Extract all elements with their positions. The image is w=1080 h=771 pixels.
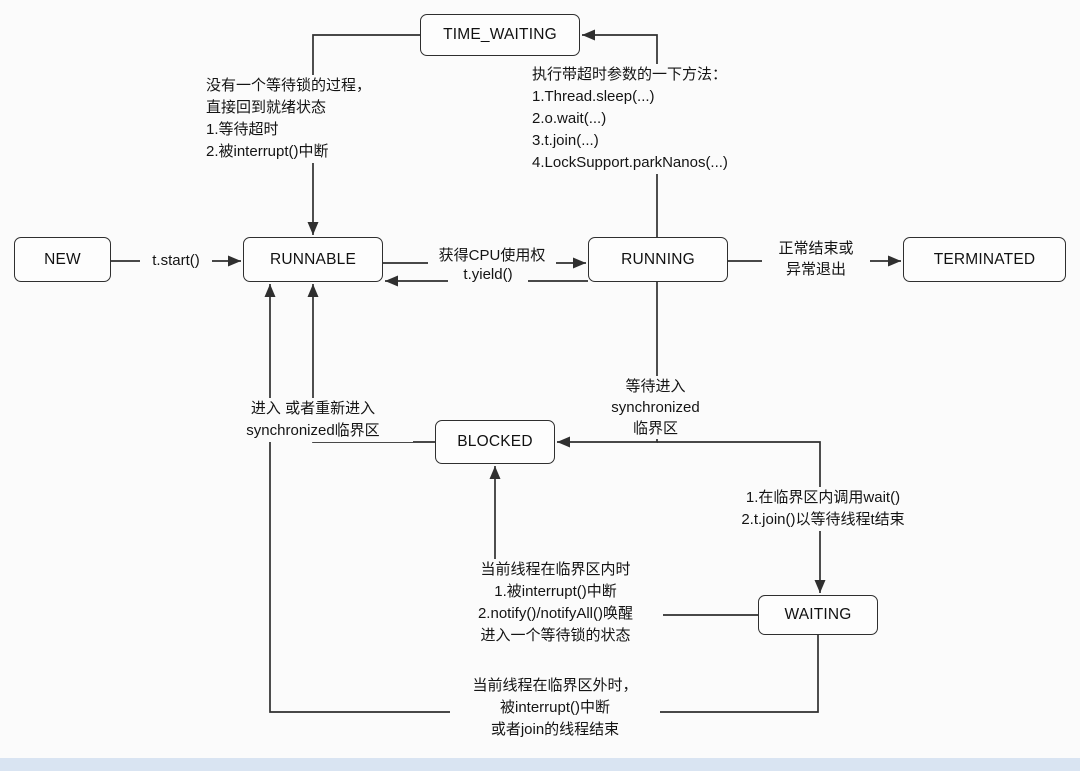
state-node-running: RUNNING (588, 237, 728, 282)
state-node-new: NEW (14, 237, 111, 282)
state-node-blocked: BLOCKED (435, 420, 555, 464)
edge-time-waiting-to-runnable (307, 34, 420, 235)
label-t-start: t.start() (140, 250, 212, 272)
state-node-runnable: RUNNABLE (243, 237, 383, 282)
state-node-waiting: WAITING (758, 595, 878, 635)
label-out-critical-section: 当前线程在临界区外时， 被interrupt()中断 或者join的线程结束 (450, 675, 660, 741)
label-wait-synchronized: 等待进入 synchronized 临界区 (593, 376, 718, 439)
label-timeout-methods: 执行带超时参数的一下方法： 1.Thread.sleep(...) 2.o.wa… (532, 64, 777, 174)
edge-blocked-to-runnable (307, 284, 435, 443)
footer-strip (0, 758, 1080, 771)
label-t-yield: t.yield() (448, 264, 528, 286)
edge-running-to-waiting (657, 441, 826, 593)
label-normal-exit: 正常结束或 异常退出 (762, 238, 870, 280)
label-cpu-gain: 获得CPU使用权 (428, 245, 556, 267)
state-node-terminated: TERMINATED (903, 237, 1066, 282)
label-back-to-ready: 没有一个等待锁的过程， 直接回到就绪状态 1.等待超时 2.被interrupt… (206, 75, 421, 163)
label-enter-synchronized: 进入 或者重新进入 synchronized临界区 (213, 398, 413, 442)
label-in-critical-section: 当前线程在临界区内时 1.被interrupt()中断 2.notify()/n… (448, 559, 663, 647)
label-wait-call: 1.在临界区内调用wait() 2.t.join()以等待线程t结束 (698, 487, 948, 531)
state-node-time-waiting: TIME_WAITING (420, 14, 580, 56)
